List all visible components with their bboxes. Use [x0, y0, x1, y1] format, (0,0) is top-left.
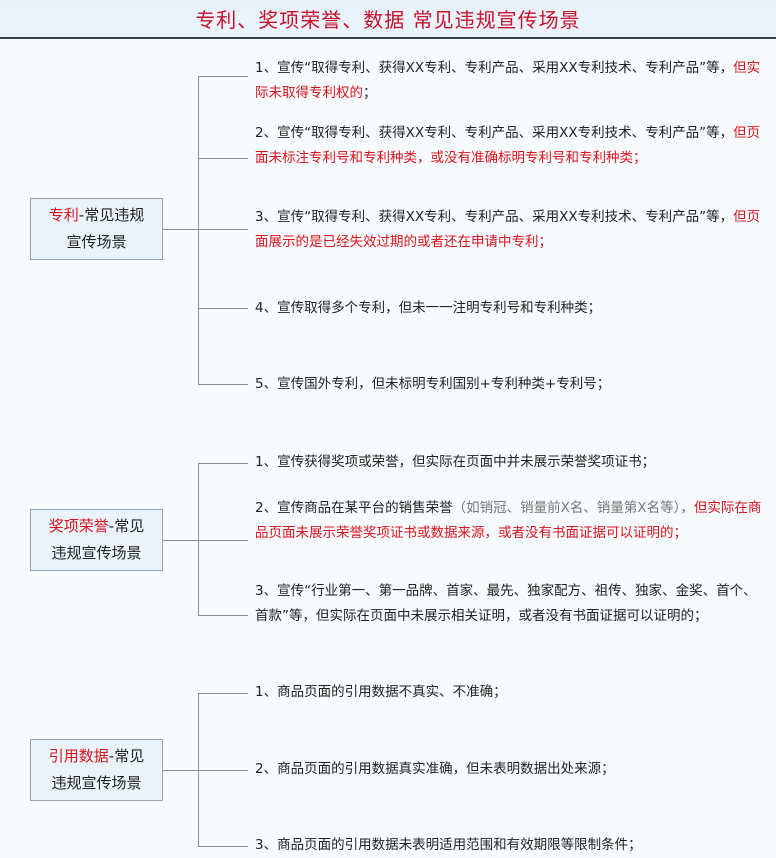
tree-branch	[198, 76, 248, 77]
tree-branch	[198, 540, 248, 541]
node-text: -常见违规	[78, 206, 145, 224]
item-text: 3、宣传“取得专利、获得XX专利、专利产品、采用XX专利技术、专利产品”等，	[255, 209, 734, 225]
page-title: 专利、奖项荣誉、数据 常见违规宣传场景	[195, 8, 581, 32]
category-node-data: 引用数据-常见 违规宣传场景	[30, 739, 163, 801]
item-tail: ；	[363, 85, 377, 101]
node-text: -常见	[108, 747, 145, 765]
tree-branch	[198, 693, 248, 694]
item-highlight: 但页面未标注专利号和专利种类，或没有准确标明专利号和专利种类；	[255, 125, 761, 166]
list-item: 2、宣传商品在某平台的销售荣誉（如销冠、销量前X名、销量第X名等），但实际在商品…	[255, 496, 765, 546]
item-note: （如销冠、销量前X名、销量第X名等），	[452, 500, 694, 516]
list-item: 5、宣传国外专利，但未标明专利国别+专利种类+专利号；	[255, 372, 765, 397]
list-item: 1、宣传“取得专利、获得XX专利、专利产品、采用XX专利技术、专利产品”等，但实…	[255, 56, 765, 106]
list-item: 3、商品页面的引用数据未表明适用范围和有效期限等限制条件；	[255, 833, 765, 858]
list-item: 4、宣传取得多个专利，但未一一注明专利号和专利种类；	[255, 296, 765, 321]
node-line-2: 违规宣传场景	[51, 544, 142, 562]
tree-connector-vertical	[198, 463, 199, 616]
tree-connector-root	[161, 229, 198, 230]
tree-branch	[198, 308, 248, 309]
tree-branch	[198, 463, 248, 464]
page-header: 专利、奖项荣誉、数据 常见违规宣传场景	[0, 0, 776, 39]
item-highlight: 但实际未取得专利权的	[255, 60, 761, 101]
node-line-1: 奖项荣誉-常见	[49, 513, 144, 540]
node-highlight: 引用数据	[48, 747, 109, 765]
category-node-awards: 奖项荣誉-常见 违规宣传场景	[30, 509, 163, 571]
node-line-1: 专利-常见违规	[49, 202, 144, 229]
tree-branch	[198, 846, 248, 847]
item-text: 2、商品页面的引用数据真实准确，但未表明数据出处来源；	[255, 761, 615, 777]
item-text: 2、宣传商品在某平台的销售荣誉	[255, 500, 453, 516]
list-item: 2、宣传“取得专利、获得XX专利、专利产品、采用XX专利技术、专利产品”等，但页…	[255, 121, 765, 171]
item-text: 4、宣传取得多个专利，但未一一注明专利号和专利种类；	[255, 300, 602, 316]
tree-branch	[198, 229, 248, 230]
list-item: 3、宣传“行业第一、第一品牌、首家、最先、独家配方、祖传、独家、金奖、首个、首款…	[255, 579, 765, 629]
list-item: 3、宣传“取得专利、获得XX专利、专利产品、采用XX专利技术、专利产品”等，但页…	[255, 205, 765, 255]
item-text: 1、商品页面的引用数据不真实、不准确；	[255, 684, 507, 700]
node-highlight: 奖项荣誉	[48, 517, 109, 535]
item-text: 2、宣传“取得专利、获得XX专利、专利产品、采用XX专利技术、专利产品”等，	[255, 125, 734, 141]
tree-connector-root	[161, 770, 198, 771]
list-item: 1、商品页面的引用数据不真实、不准确；	[255, 680, 765, 705]
tree-connector-vertical	[198, 76, 199, 385]
node-line-1: 引用数据-常见	[49, 743, 144, 770]
category-node-patent: 专利-常见违规 宣传场景	[30, 198, 163, 260]
item-text: 3、商品页面的引用数据未表明适用范围和有效期限等限制条件；	[255, 837, 642, 853]
node-text: -常见	[108, 517, 145, 535]
mind-map: 专利-常见违规 宣传场景 1、宣传“取得专利、获得XX专利、专利产品、采用XX专…	[0, 39, 776, 853]
tree-branch	[198, 770, 248, 771]
tree-connector-root	[161, 540, 198, 541]
item-highlight: 但页面展示的是已经失效过期的或者还在申请中专利；	[255, 209, 761, 250]
item-highlight: 但实际在商品页面未展示荣誉奖项证书或数据来源，或者没有书面证据可以证明的；	[255, 500, 762, 541]
list-item: 1、宣传获得奖项或荣誉，但实际在页面中并未展示荣誉奖项证书；	[255, 450, 765, 475]
item-text: 1、宣传“取得专利、获得XX专利、专利产品、采用XX专利技术、专利产品”等，	[255, 60, 734, 76]
node-highlight: 专利	[48, 206, 79, 224]
item-text: 3、宣传“行业第一、第一品牌、首家、最先、独家配方、祖传、独家、金奖、首个、首款…	[255, 583, 757, 624]
list-item: 2、商品页面的引用数据真实准确，但未表明数据出处来源；	[255, 757, 765, 782]
item-text: 5、宣传国外专利，但未标明专利国别+专利种类+专利号；	[255, 376, 611, 392]
node-line-2: 宣传场景	[66, 233, 127, 251]
tree-branch	[198, 384, 248, 385]
item-text: 1、宣传获得奖项或荣誉，但实际在页面中并未展示荣誉奖项证书；	[255, 454, 656, 470]
tree-branch	[198, 158, 248, 159]
node-line-2: 违规宣传场景	[51, 774, 142, 792]
tree-branch	[198, 615, 248, 616]
